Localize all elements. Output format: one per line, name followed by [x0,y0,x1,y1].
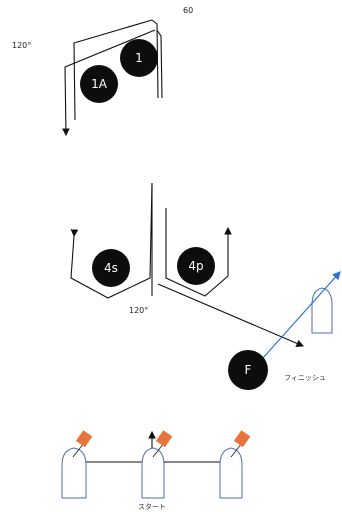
upper-left-leg [73,19,153,121]
mark-4p-label: 4p [188,259,203,273]
mark-f-circle [228,350,268,390]
upper-course-lines [62,19,163,137]
flag-middle-icon [155,430,173,448]
flag-left-icon [75,430,93,448]
mark-f-label: F [245,363,252,377]
finish-boat-icon [311,287,333,334]
top-number-label: 60 [183,6,193,15]
mark-1a-label: 1A [91,77,108,91]
mark-1-label: 1 [135,51,143,65]
flag-pole-left [72,442,85,458]
mark-4s-label: 4s [104,261,118,275]
mark-4p: 4p [177,247,215,285]
angle-middle-label: 120° [129,306,148,315]
left-gate-path [70,182,153,299]
mark-4s-circle [92,249,130,287]
start-label: スタート [138,502,166,511]
mark-4p-circle [177,247,215,285]
upper-right-leg [151,19,159,99]
flag-right-icon [233,430,251,448]
finish-area: F フィニッシュ [228,271,341,390]
upper-right-inner [156,29,163,99]
mark-1a: 1A [80,65,118,103]
start-area: スタート [61,430,251,511]
start-boat-middle-icon [141,447,165,499]
mark-1: 1 [120,39,158,77]
flag-pole-middle [152,442,165,458]
mark-1a-circle [80,65,118,103]
return-leg-arrow [62,29,156,137]
right-gate-path [165,208,232,297]
flag-pole-right [230,442,243,458]
mark-1-circle [120,39,158,77]
mark-4s: 4s [92,249,130,287]
finish-line-arrow [253,271,341,369]
start-boat-left-icon [61,447,87,499]
start-boat-right-icon [219,447,243,499]
gate-lines [70,182,305,347]
finish-approach-arrow [157,283,305,347]
finish-label: フィニッシュ [284,374,326,382]
angle-top-label: 120° [12,41,31,50]
